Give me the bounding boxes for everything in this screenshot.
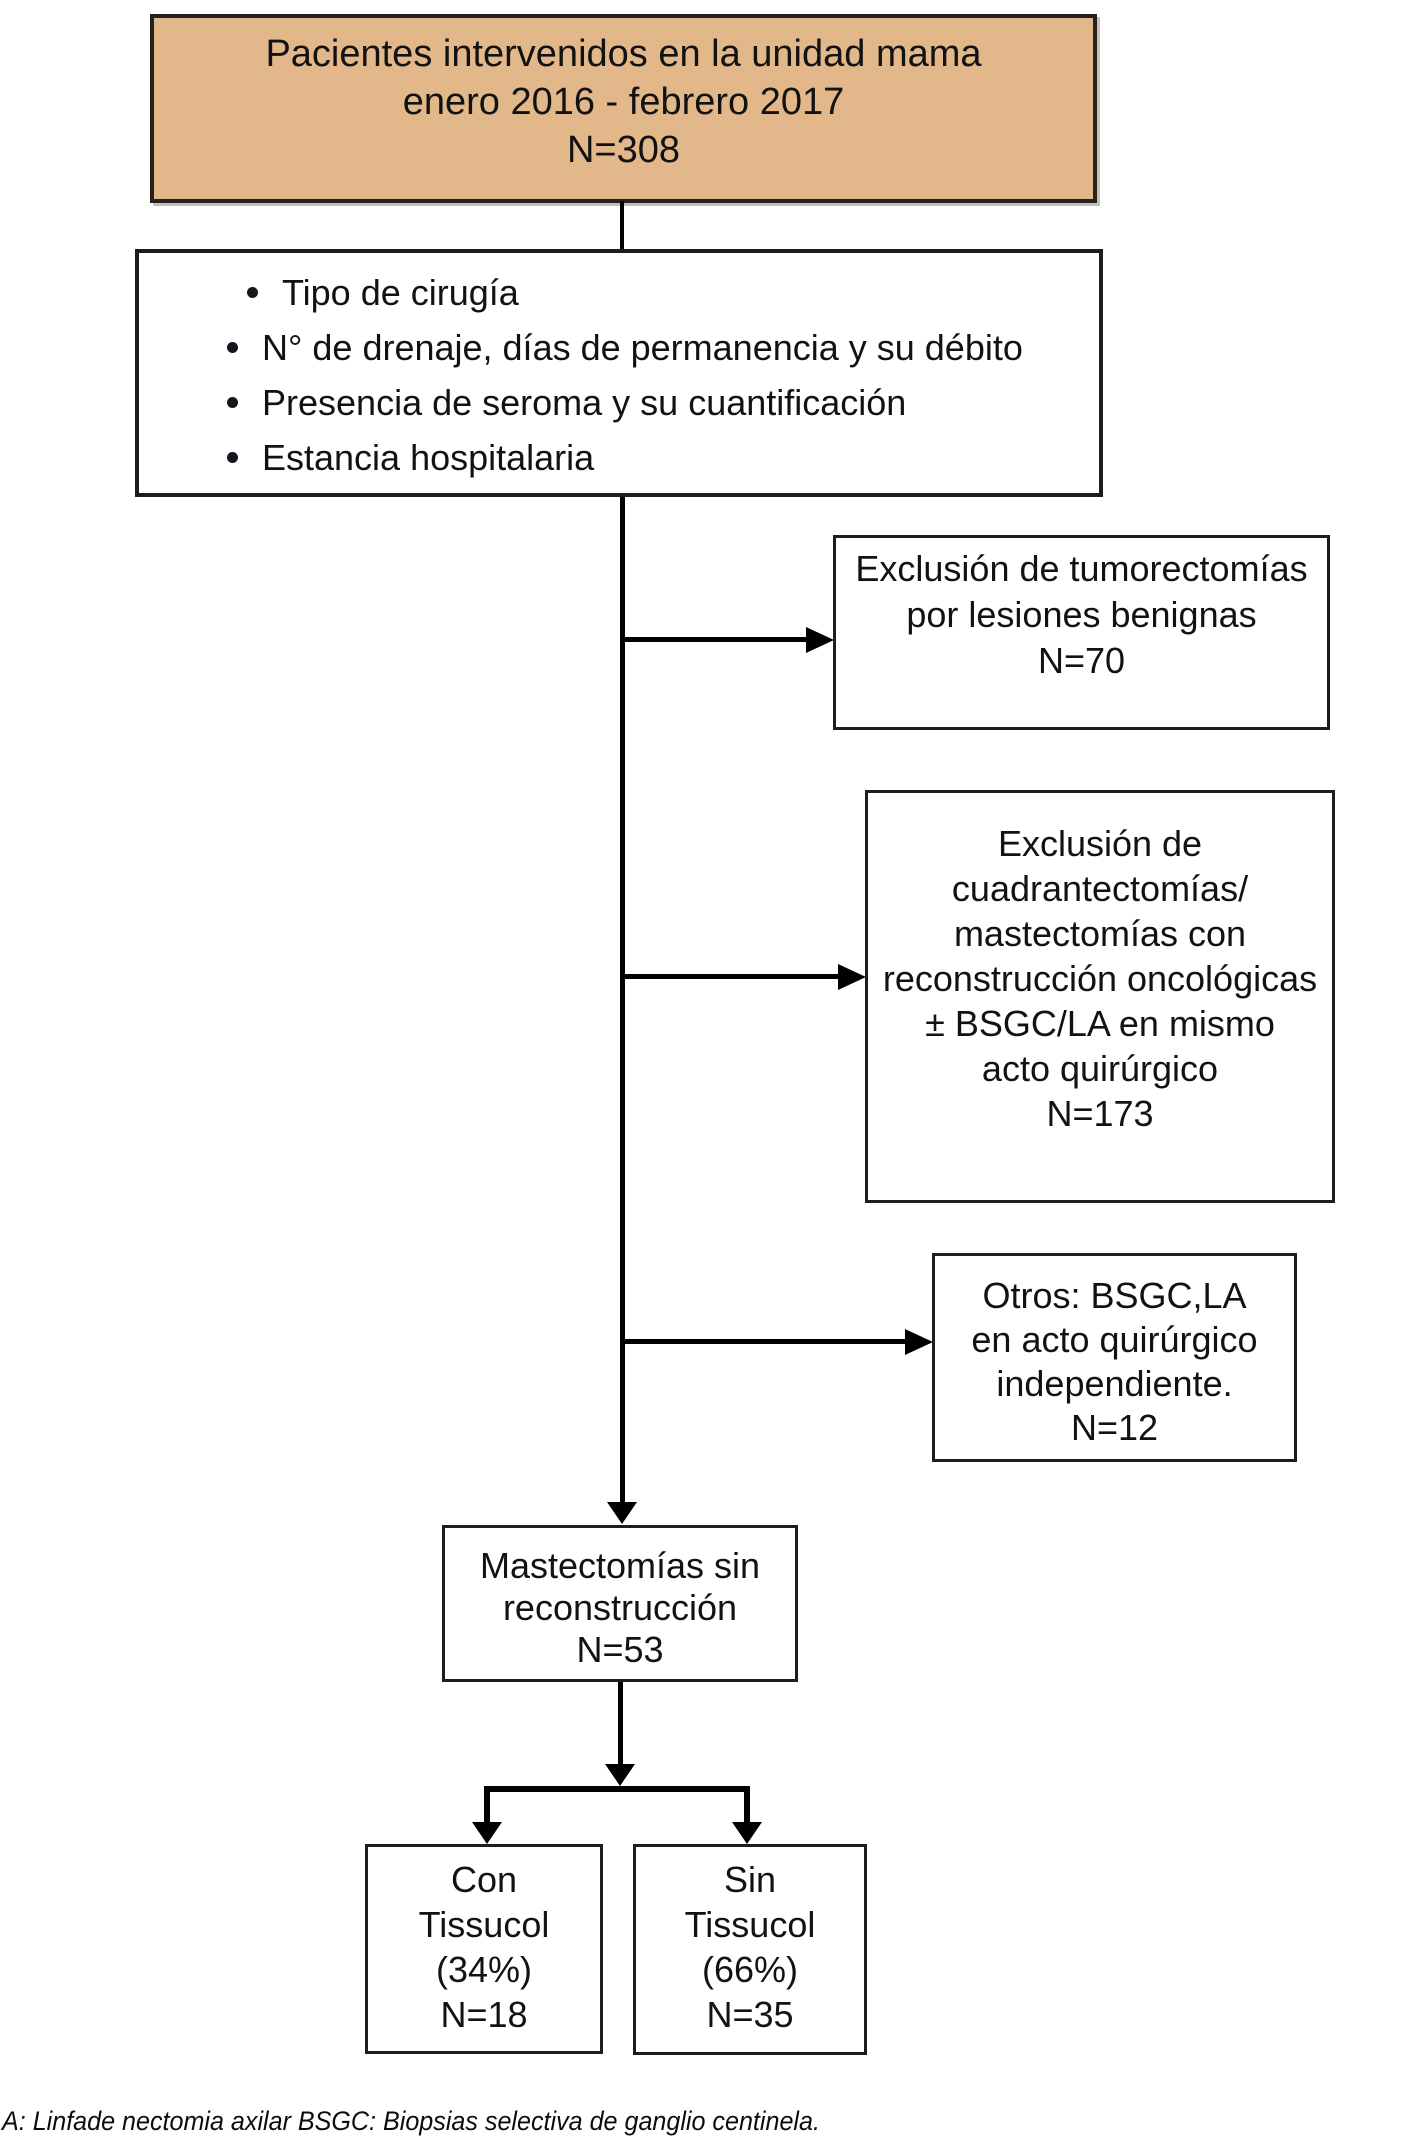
arrowhead-down-icon: [472, 1822, 502, 1844]
branch-line-left: [484, 1786, 490, 1822]
exclusion-box-tumorectomias: Exclusión de tumorectomías por lesiones …: [833, 535, 1330, 730]
bullet-icon: [247, 287, 258, 298]
arrowhead-right-icon: [905, 1329, 933, 1355]
observation-item: Estancia hospitalaria: [227, 430, 1099, 485]
arrow-to-exclusion-1: [622, 637, 808, 642]
connector-title-to-observations: [620, 201, 624, 249]
outcome-box-sin-tissucol: Sin Tissucol (66%) N=35: [633, 1844, 867, 2055]
outcome-box-text: Sin Tissucol (66%) N=35: [684, 1859, 816, 2035]
observation-item: Tipo de cirugía: [227, 265, 1099, 320]
observation-label: N° de drenaje, días de permanencia y su …: [262, 326, 1023, 368]
observations-box: Tipo de cirugía N° de drenaje, días de p…: [135, 249, 1103, 497]
exclusion-box-text: Otros: BSGC,LA en acto quirúrgico indepe…: [971, 1275, 1258, 1448]
bullet-icon: [227, 342, 238, 353]
outcome-box-text: Con Tissucol (34%) N=18: [418, 1859, 550, 2035]
observation-item: Presencia de seroma y su cuantificación: [227, 375, 1099, 430]
mastectomy-box-text: Mastectomías sin reconstrucción N=53: [479, 1545, 761, 1670]
main-flow-line: [620, 497, 625, 1502]
arrowhead-down-icon: [607, 1502, 637, 1524]
mastectomy-box: Mastectomías sin reconstrucción N=53: [442, 1525, 798, 1682]
branch-line-right: [744, 1786, 750, 1822]
exclusion-box-text: Exclusión de tumorectomías por lesiones …: [855, 548, 1308, 681]
observation-item: N° de drenaje, días de permanencia y su …: [227, 320, 1099, 375]
arrowhead-right-icon: [806, 627, 834, 653]
exclusion-box-text: Exclusión de cuadrantectomías/ mastectom…: [882, 823, 1318, 1134]
arrowhead-right-icon: [838, 964, 866, 990]
exclusion-box-otros: Otros: BSGC,LA en acto quirúrgico indepe…: [932, 1253, 1297, 1462]
observation-label: Tipo de cirugía: [282, 271, 519, 313]
outcome-box-con-tissucol: Con Tissucol (34%) N=18: [365, 1844, 603, 2054]
observation-label: Presencia de seroma y su cuantificación: [262, 381, 907, 423]
title-box-text: Pacientes intervenidos en la unidad mama…: [265, 33, 982, 171]
bullet-icon: [227, 452, 238, 463]
exclusion-box-cuadrantectomias: Exclusión de cuadrantectomías/ mastectom…: [865, 790, 1335, 1203]
split-horizontal-line: [484, 1786, 750, 1792]
title-box: Pacientes intervenidos en la unidad mama…: [150, 14, 1097, 203]
observation-label: Estancia hospitalaria: [262, 436, 595, 478]
arrow-to-exclusion-2: [622, 974, 839, 979]
arrowhead-down-icon: [732, 1822, 762, 1844]
arrowhead-down-icon: [605, 1764, 635, 1786]
bullet-icon: [227, 397, 238, 408]
arrow-to-exclusion-3: [622, 1339, 906, 1344]
abbreviations-footnote: A: Linfade nectomia axilar BSGC: Biopsia…: [2, 2106, 820, 2136]
split-stem-line: [618, 1682, 623, 1764]
